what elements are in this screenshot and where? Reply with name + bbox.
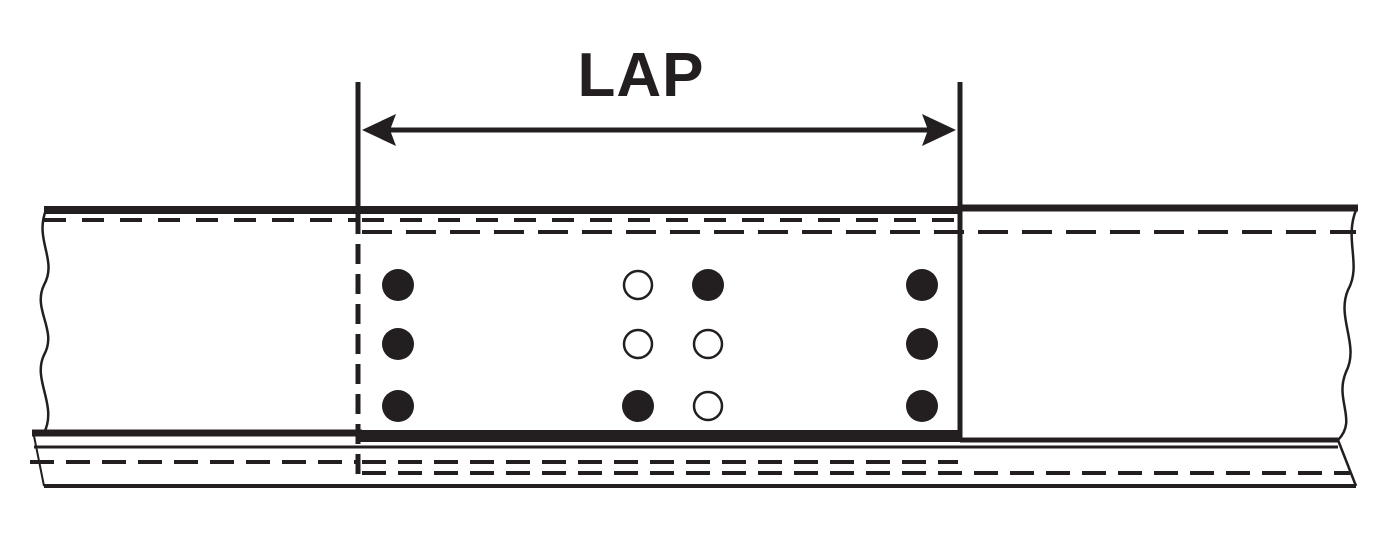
bolt-hole-open bbox=[692, 390, 724, 422]
lap-arrowhead-right bbox=[922, 114, 956, 146]
bolt-hole-open bbox=[622, 328, 654, 360]
bolt-filled bbox=[692, 269, 724, 301]
bolt-hole-open bbox=[622, 269, 654, 301]
bolt-filled bbox=[382, 390, 414, 422]
lap-dimension-label: LAP bbox=[578, 41, 705, 110]
bolt-filled bbox=[906, 269, 938, 301]
bolt-filled bbox=[622, 390, 654, 422]
right-break-line bbox=[1337, 209, 1358, 441]
bolt-hole-open bbox=[692, 328, 724, 360]
bolt-filled bbox=[382, 269, 414, 301]
bolt-filled bbox=[906, 390, 938, 422]
lap-dimension: LAP bbox=[355, 41, 963, 208]
bolt-filled bbox=[906, 328, 938, 360]
left-member bbox=[32, 206, 960, 484]
bolt-pattern bbox=[382, 269, 938, 422]
bolt-filled bbox=[382, 328, 414, 360]
right-member bbox=[358, 204, 1358, 443]
lap-arrowhead-left bbox=[362, 114, 396, 146]
lower-flange bbox=[30, 435, 1358, 488]
left-break-line bbox=[39, 209, 50, 434]
